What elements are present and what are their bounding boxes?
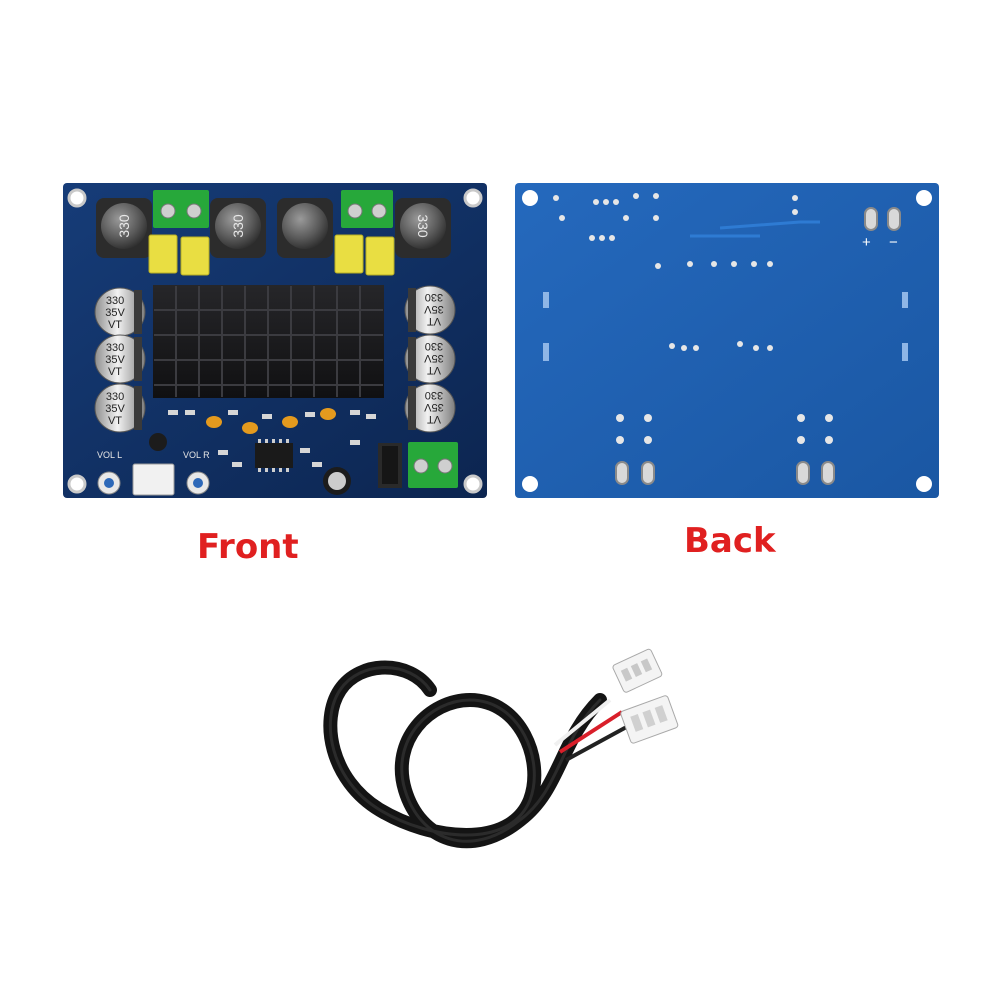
- capacitor-series: VT: [427, 315, 441, 327]
- capacitor-voltage: 35V: [424, 303, 444, 315]
- capacitor-value: 330: [106, 391, 124, 403]
- inductors: 330 330 330: [96, 198, 451, 258]
- input-connector: [132, 463, 175, 496]
- heatsink: [153, 285, 384, 398]
- power-minus-label: −: [889, 234, 898, 251]
- back-board: + −: [515, 183, 939, 498]
- inductor-marking: 330: [116, 214, 132, 238]
- capacitor-series: VT: [108, 319, 122, 331]
- capacitor-value: 330: [106, 295, 124, 307]
- label-vol-left: VOL L: [97, 450, 122, 460]
- inductor-marking: 330: [415, 214, 431, 238]
- label-vol-right: VOL R: [183, 450, 210, 460]
- capacitor-series: VT: [108, 366, 122, 378]
- capacitor-series: VT: [108, 415, 122, 427]
- power-plus-label: +: [862, 234, 871, 251]
- input-cable: [323, 648, 679, 849]
- capacitor-value: 330: [425, 389, 443, 401]
- capacitor-voltage: 35V: [105, 354, 125, 366]
- amplifier-ic: [255, 443, 293, 468]
- capacitor-voltage: 35V: [424, 352, 444, 364]
- inductor-marking: 330: [230, 214, 246, 238]
- electrolytic-capacitors-right: VT 35V 330 VT 35V 330 VT 35V: [404, 285, 456, 433]
- power-terminal: [408, 442, 458, 488]
- mounting-holes: [67, 188, 483, 494]
- potentiometers: [97, 471, 210, 495]
- capacitor-voltage: 35V: [424, 401, 444, 413]
- back-caption: Back: [684, 521, 776, 561]
- front-board: 330 330 330: [63, 183, 487, 498]
- capacitor-voltage: 35V: [105, 403, 125, 415]
- capacitor-value: 330: [106, 342, 124, 354]
- solder-pads: [553, 193, 833, 444]
- electrolytic-capacitors-left: 330 35V VT 330 35V VT 330 35V VT: [94, 287, 146, 433]
- oval-pads: [615, 207, 901, 485]
- speaker-terminals: [153, 190, 393, 228]
- front-caption: Front: [197, 527, 299, 567]
- capacitor-voltage: 35V: [105, 307, 125, 319]
- capacitor-value: 330: [425, 291, 443, 303]
- mounting-holes: [522, 190, 932, 492]
- capacitor-series: VT: [427, 413, 441, 425]
- capacitor-value: 330: [425, 340, 443, 352]
- film-capacitors: [148, 234, 395, 276]
- smd-components: [149, 408, 402, 495]
- capacitor-series: VT: [427, 364, 441, 376]
